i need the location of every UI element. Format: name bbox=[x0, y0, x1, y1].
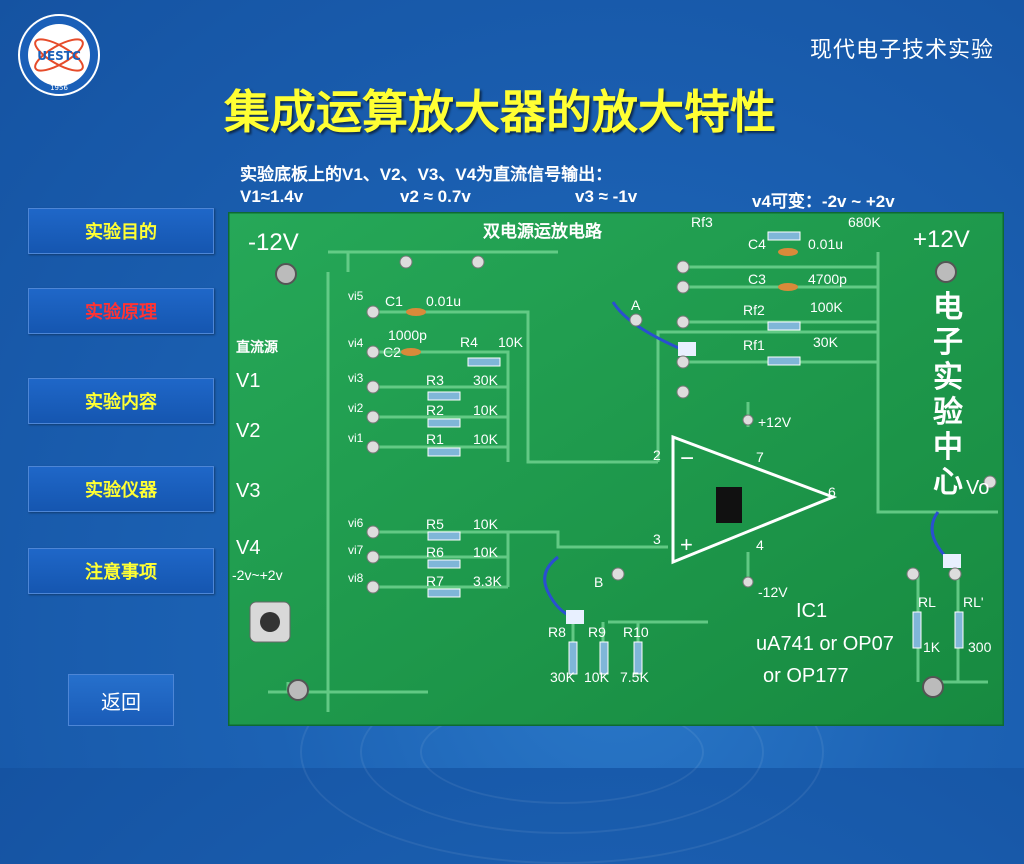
feedback-resistor-ref: Rf1 bbox=[743, 337, 765, 353]
capacitor-ref: C3 bbox=[748, 271, 766, 287]
capacitor-value: 4700p bbox=[808, 271, 847, 287]
input-pin-label: vi3 bbox=[348, 371, 364, 385]
back-button[interactable]: 返回 bbox=[68, 674, 174, 726]
side-text-char: 心 bbox=[933, 465, 963, 500]
logo-year: 1956 bbox=[50, 84, 68, 92]
capacitor-value: 1000p bbox=[388, 327, 427, 343]
point-b-label: B bbox=[594, 574, 603, 590]
nav-instruments-button[interactable]: 实验仪器 bbox=[28, 466, 214, 512]
capacitor-ref: C4 bbox=[748, 236, 766, 252]
side-text-char: 验 bbox=[933, 395, 963, 430]
v1-label: V1 bbox=[236, 370, 260, 392]
circuit-board-photo: 双电源运放电路 -12V +12V 直流源 V1 V2 V3 V4 -2v~+2… bbox=[228, 212, 1004, 726]
v4-value: v4可变：-2v ~ +2v bbox=[752, 192, 895, 211]
resistor-ref: R1 bbox=[426, 431, 444, 447]
resistor-value: 3.3K bbox=[473, 573, 502, 589]
resistor-ref: R3 bbox=[426, 372, 444, 388]
vo-label: Vo bbox=[966, 477, 989, 499]
capacitor-ref: C2 bbox=[383, 344, 401, 360]
v4-label: V4 bbox=[236, 537, 260, 559]
bottom-resistor-ref: R10 bbox=[623, 624, 649, 640]
input-pin-label: vi8 bbox=[348, 571, 364, 585]
logo-text: UESTC bbox=[37, 49, 81, 63]
input-pin-label: vi4 bbox=[348, 336, 364, 350]
course-title: 现代电子技术实验 bbox=[809, 38, 994, 63]
load-resistor-value: 1K bbox=[923, 639, 941, 655]
input-pin-label: vi6 bbox=[348, 516, 364, 530]
side-text-char: 实 bbox=[933, 360, 963, 395]
feedback-resistor-ref: Rf2 bbox=[743, 302, 765, 318]
load-resistor-ref: RL bbox=[918, 594, 936, 610]
input-pin-label: vi5 bbox=[348, 289, 364, 303]
side-text-char: 中 bbox=[933, 430, 963, 465]
resistor-value: 10K bbox=[473, 516, 499, 532]
load-resistor-value: 300 bbox=[968, 639, 992, 655]
bottom-resistor-ref: R9 bbox=[588, 624, 606, 640]
plus-supply-label: +12V bbox=[913, 226, 970, 253]
v3-label: V3 bbox=[236, 480, 260, 502]
feedback-resistor-value: 100K bbox=[810, 299, 843, 315]
load-resistor-ref: RL' bbox=[963, 594, 984, 610]
opamp-pin-label: 3 bbox=[653, 531, 661, 547]
v3-value: v3 ≈ -1v bbox=[575, 187, 638, 206]
bottom-resistor-value: 10K bbox=[584, 669, 610, 685]
opamp-plus-sign: + bbox=[680, 532, 693, 557]
capacitor-value: 0.01u bbox=[808, 236, 843, 252]
point-a-label: A bbox=[631, 297, 641, 313]
feedback-resistor-value: 680K bbox=[848, 214, 881, 230]
input-pin-label: vi1 bbox=[348, 431, 364, 445]
resistor-ref: R4 bbox=[460, 334, 478, 350]
board-title: 双电源运放电路 bbox=[483, 221, 603, 241]
resistor-value: 10K bbox=[473, 431, 499, 447]
page-title: 集成运算放大器的放大特性 bbox=[224, 85, 776, 139]
resistor-ref: R5 bbox=[426, 516, 444, 532]
opamp-pin-label: 2 bbox=[653, 447, 661, 463]
capacitor-ref: C1 bbox=[385, 293, 403, 309]
description-line: 实验底板上的V1、V2、V3、V4为直流信号输出： bbox=[240, 165, 613, 184]
side-text-char: 子 bbox=[933, 325, 963, 360]
bottom-resistor-value: 30K bbox=[550, 669, 576, 685]
capacitor-value: 0.01u bbox=[426, 293, 461, 309]
feedback-resistor-ref: Rf3 bbox=[691, 214, 713, 230]
minus-supply-label: -12V bbox=[248, 229, 299, 256]
input-pin-label: vi7 bbox=[348, 543, 364, 557]
nav-principle-button[interactable]: 实验原理 bbox=[28, 288, 214, 334]
opamp-pin-label: 7 bbox=[756, 449, 764, 465]
nav-purpose-button[interactable]: 实验目的 bbox=[28, 208, 214, 254]
feedback-resistor-value: 30K bbox=[813, 334, 839, 350]
input-pin-label: vi2 bbox=[348, 401, 364, 415]
v4-range-label: -2v~+2v bbox=[232, 567, 283, 583]
ic-ref-label: IC1 bbox=[796, 600, 827, 622]
bottom-resistor-ref: R8 bbox=[548, 624, 566, 640]
resistor-ref: R7 bbox=[426, 573, 444, 589]
ic-models-line2: or OP177 bbox=[763, 665, 849, 687]
side-text-char: 电 bbox=[933, 290, 963, 325]
opamp-pin-label: 6 bbox=[828, 484, 836, 500]
v1-value: V1≈1.4v bbox=[240, 187, 304, 206]
bottom-resistor-value: 7.5K bbox=[620, 669, 649, 685]
resistor-value: 10K bbox=[498, 334, 524, 350]
opamp-vminus-label: -12V bbox=[758, 584, 788, 600]
resistor-value: 10K bbox=[473, 544, 499, 560]
university-logo: UESTC 1956 bbox=[18, 14, 100, 96]
v2-label: V2 bbox=[236, 420, 260, 442]
resistor-value: 10K bbox=[473, 402, 499, 418]
nav-content-button[interactable]: 实验内容 bbox=[28, 378, 214, 424]
nav-precautions-button[interactable]: 注意事项 bbox=[28, 548, 214, 594]
resistor-ref: R6 bbox=[426, 544, 444, 560]
v2-value: v2 ≈ 0.7v bbox=[400, 187, 471, 206]
resistor-value: 30K bbox=[473, 372, 499, 388]
ic-models-line1: uA741 or OP07 bbox=[756, 633, 894, 655]
resistor-ref: R2 bbox=[426, 402, 444, 418]
opamp-pin-label: 4 bbox=[756, 537, 764, 553]
opamp-minus-sign: − bbox=[680, 445, 694, 472]
opamp-vplus-label: +12V bbox=[758, 414, 792, 430]
dc-source-label: 直流源 bbox=[236, 339, 278, 355]
